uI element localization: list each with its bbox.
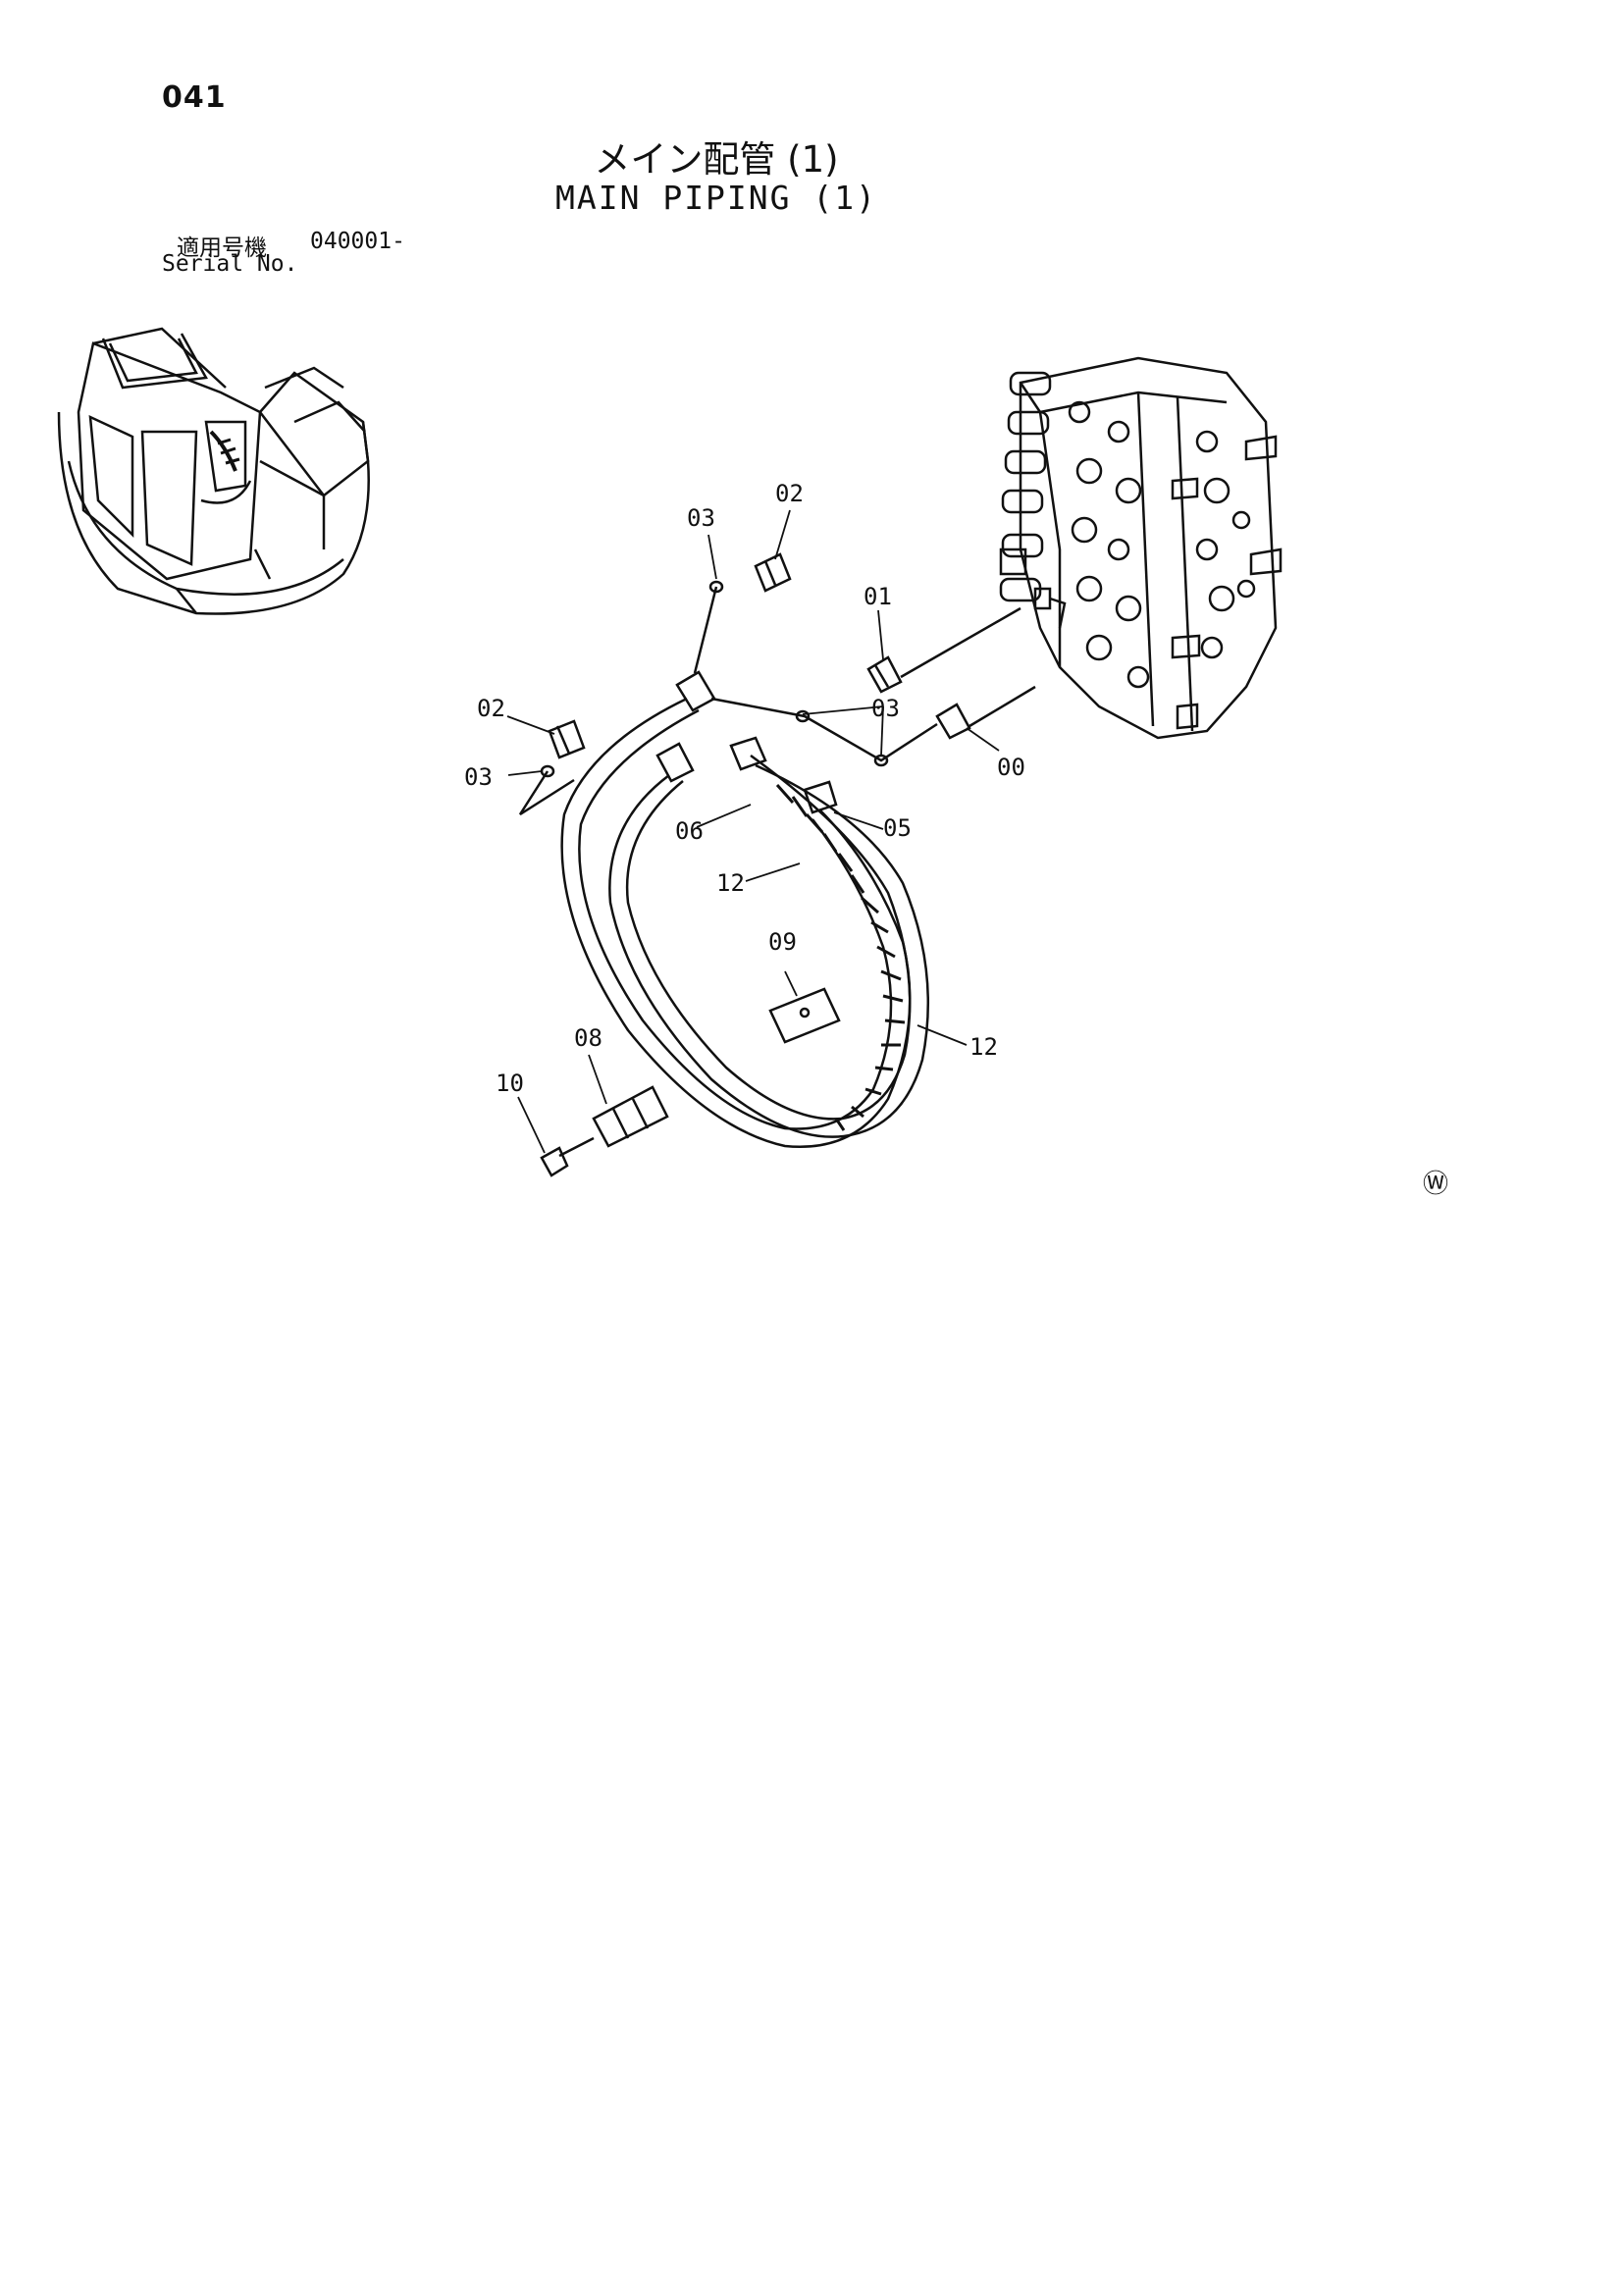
- excavator-locator-illustration: [57, 327, 370, 615]
- callout-10: 10: [496, 1070, 524, 1097]
- fittings-and-o-rings: [540, 552, 971, 1177]
- callout-03-middle: 03: [871, 695, 900, 722]
- title-japanese: メイン配管 (1): [594, 138, 839, 181]
- title-english: MAIN PIPING (1): [554, 179, 877, 217]
- serial-label-japanese: 適用号機: [177, 235, 267, 261]
- page-number: 041: [162, 80, 227, 115]
- callout-08: 08: [574, 1024, 602, 1052]
- callout-02-left: 02: [477, 695, 505, 722]
- hydraulic-hoses: [518, 586, 1036, 1148]
- callout-09: 09: [768, 928, 797, 956]
- control-valve-block: [999, 356, 1283, 740]
- callout-12-lower: 12: [969, 1033, 998, 1061]
- watermark-w-symbol: Ⓦ: [1423, 1170, 1449, 1199]
- serial-number-value: 040001-: [310, 229, 405, 254]
- callout-06: 06: [675, 817, 704, 845]
- callout-12-upper: 12: [716, 869, 745, 897]
- callout-00: 00: [997, 754, 1025, 781]
- callout-01: 01: [864, 583, 892, 610]
- callout-02-top: 02: [775, 480, 804, 507]
- callout-03-left: 03: [464, 763, 493, 791]
- callout-labels: 03 02 01 02 03 03 00 06 05 12 12 09 08 1…: [464, 480, 1025, 1097]
- callout-leader-lines: [506, 509, 1000, 1154]
- callout-05: 05: [883, 814, 912, 842]
- callout-03-top: 03: [687, 504, 715, 532]
- serial-label-english: Serial No.: [162, 251, 298, 277]
